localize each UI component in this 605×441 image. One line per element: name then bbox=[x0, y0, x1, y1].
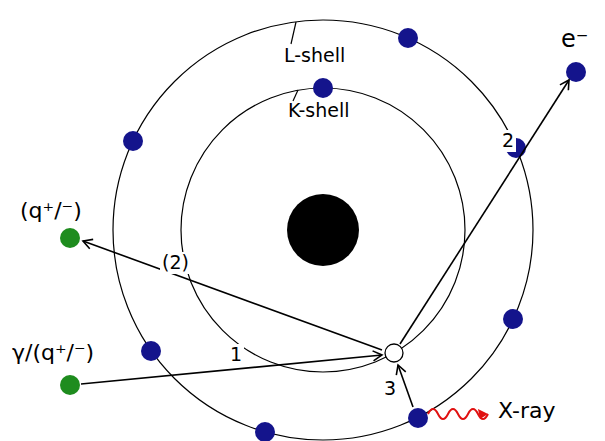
step-number: (2) bbox=[160, 252, 191, 274]
step-number: 2 bbox=[500, 130, 516, 152]
arrow bbox=[83, 241, 382, 350]
electrons bbox=[123, 28, 586, 441]
shell-label: K-shell bbox=[288, 100, 350, 122]
scattered-particle bbox=[60, 228, 80, 248]
arrow bbox=[398, 365, 413, 407]
k-shell-orbit bbox=[181, 88, 465, 372]
x-ray-head bbox=[478, 409, 488, 419]
l-shell-orbit bbox=[113, 20, 533, 440]
step-number: 1 bbox=[228, 344, 244, 366]
x-ray-wave bbox=[428, 409, 488, 419]
leader-line bbox=[291, 22, 296, 44]
incident-particle bbox=[60, 375, 80, 395]
particle-label: e⁻ bbox=[561, 26, 588, 54]
nucleus bbox=[287, 194, 359, 266]
particle-label: γ/(q⁺/⁻) bbox=[12, 340, 94, 365]
particle-label: (q⁺/⁻) bbox=[20, 198, 82, 223]
arrow bbox=[400, 80, 569, 344]
vacancy bbox=[385, 344, 403, 362]
emission-label: X-ray bbox=[498, 398, 555, 423]
shell-label: L-shell bbox=[284, 45, 345, 67]
step-number: 3 bbox=[382, 378, 398, 400]
